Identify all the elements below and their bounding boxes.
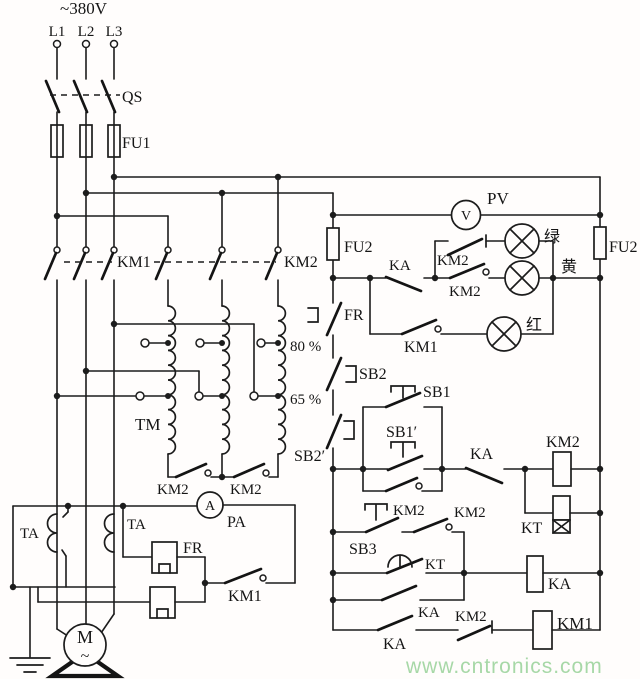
ka-row-label: KA: [418, 605, 440, 621]
sb3-row: SB3 KM2: [332, 503, 486, 601]
fu1-label: FU1: [122, 135, 150, 152]
ka-lamps-label: KA: [389, 258, 411, 274]
km1-main-label: KM1: [117, 254, 151, 271]
ka-coil-label: KA: [548, 576, 572, 593]
km2-nc-green-label: KM2: [437, 253, 469, 269]
fr-heaters: FR: [37, 540, 206, 619]
sb3-label: SB3: [349, 541, 377, 558]
lamp-red-label: 红: [526, 316, 542, 334]
ka-main-label: KA: [470, 446, 494, 463]
lamp-yellow-label: 黄: [561, 258, 577, 276]
km2-hold-label: KM2: [393, 503, 425, 519]
km2-sb3-label: KM2: [454, 505, 486, 521]
kt-contact-label: KT: [425, 557, 445, 573]
km1-main-contacts: KM1: [43, 246, 151, 281]
km1-red-label: KM1: [404, 339, 438, 356]
fu2-left-label: FU2: [344, 239, 372, 256]
motor-ac-glyph: ~: [81, 648, 90, 665]
km2-no-yellow-label: KM2: [449, 284, 481, 300]
sb2-label: SB2: [359, 366, 387, 383]
start-row: SB1 SB1′ KM2 KA KM2 KT: [332, 384, 601, 537]
kt-row: KT KA: [332, 554, 601, 593]
km2-nc-bottom-label: KM2: [455, 609, 487, 625]
supply-terminals: ~380V L1 L2 L3: [49, 0, 123, 49]
tm-label: TM: [135, 415, 161, 434]
tap-80-label: 80 %: [290, 339, 321, 355]
sb1-prime-label: SB1′: [386, 424, 417, 441]
pa-label: PA: [227, 514, 246, 531]
disconnect-switch-qs: QS: [44, 79, 142, 114]
km2-main-contacts: KM2: [154, 246, 318, 281]
lamp-network: KA KM2 绿 KM2 黄 KM1 红: [332, 223, 601, 356]
lamp-green-label: 绿: [544, 228, 560, 246]
fuse-fu1: FU1: [50, 124, 150, 158]
phase-l2-label: L2: [78, 24, 95, 40]
km2-coil-label: KM2: [546, 434, 580, 451]
km2-main-label: KM2: [284, 254, 318, 271]
voltmeter-glyph: V: [461, 209, 471, 224]
left-rail-contacts: FR SB2 SB2′: [294, 301, 387, 465]
watermark-text: www.cntronics.com: [405, 655, 603, 678]
km2-star-contacts: KM2 KM2: [157, 453, 279, 498]
ta1-label: TA: [20, 526, 39, 542]
ta2-label: TA: [127, 517, 146, 533]
km1-coil-label: KM1: [557, 614, 593, 633]
ka-bottom-label: KA: [383, 636, 407, 653]
control-rails: FU2 FU2: [326, 176, 637, 631]
autotransformer-tm: 80 % 65 % TM: [56, 279, 321, 455]
kt-coil-label: KT: [521, 520, 543, 537]
motor: M ~: [45, 623, 125, 679]
ka-row: KA: [332, 584, 465, 621]
junction-dots: [9, 173, 604, 604]
fr-contact-label: FR: [344, 307, 364, 324]
ammeter-circuit: A PA KM1: [12, 491, 296, 605]
sb2-prime-label: SB2′: [294, 448, 325, 465]
current-transformers: TA TA: [20, 513, 146, 553]
sb1-label: SB1: [423, 384, 451, 401]
km2-star2-label: KM2: [230, 482, 262, 498]
tap-65-label: 65 %: [290, 392, 321, 408]
motor-m-glyph: M: [77, 627, 93, 647]
phase-l3-label: L3: [106, 24, 123, 40]
supply-voltage-label: ~380V: [60, 0, 108, 18]
km1-bypass-label: KM1: [228, 588, 262, 605]
pv-label: PV: [487, 189, 509, 208]
qs-label: QS: [122, 89, 142, 106]
phase-l1-label: L1: [49, 24, 66, 40]
bottom-row: KA KM2 KM1: [332, 609, 601, 653]
ground-symbol: [9, 586, 51, 673]
fu2-right-label: FU2: [609, 239, 637, 256]
fr-heater-label: FR: [183, 540, 203, 557]
voltmeter-row: V PV: [332, 189, 601, 231]
ammeter-glyph: A: [205, 499, 216, 514]
km2-star1-label: KM2: [157, 482, 189, 498]
